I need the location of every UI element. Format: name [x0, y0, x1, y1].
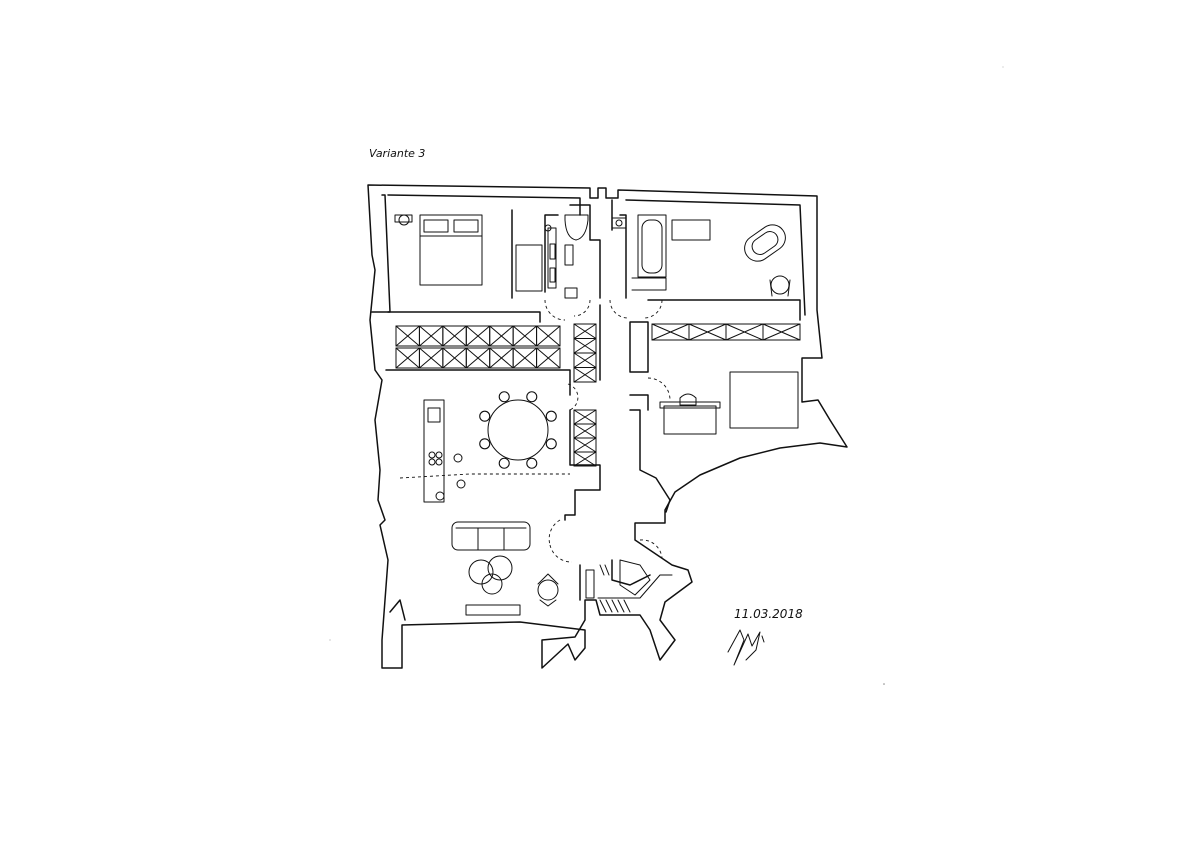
- wardrobe-cross: [573, 338, 597, 354]
- bedroom-1: [394, 214, 543, 292]
- dining-chair: [526, 457, 538, 469]
- double-bed: [419, 214, 483, 286]
- wardrobe-cross: [573, 437, 597, 453]
- drawing-date: 11.03.2018: [734, 607, 803, 621]
- dining-chair: [479, 438, 491, 450]
- dining-chair: [545, 438, 557, 450]
- fireplace: [465, 604, 521, 616]
- wardrobe-cross: [465, 325, 491, 347]
- wardrobe-cross: [536, 347, 561, 369]
- desk: [515, 244, 543, 292]
- drawing-title: Variante 3: [369, 147, 425, 160]
- wardrobe-cross: [762, 323, 801, 341]
- wc-room: [544, 214, 589, 299]
- wardrobe-cross: [573, 352, 597, 368]
- nightstand: [394, 214, 413, 223]
- wardrobe-cross: [536, 325, 561, 347]
- wardrobe-cross: [651, 323, 690, 341]
- wardrobe-box: [762, 323, 801, 341]
- wardrobe-box: [536, 347, 561, 369]
- door-swings: [399, 299, 671, 563]
- bedroom-2: [659, 371, 799, 435]
- wardrobe-cross: [573, 367, 597, 383]
- wardrobe-cross: [465, 347, 491, 369]
- outer-walls: [367, 184, 848, 669]
- dining-table: [487, 399, 549, 461]
- kitchen-island: [423, 399, 445, 503]
- wardrobe-cross: [418, 325, 444, 347]
- wardrobe-cross: [688, 323, 727, 341]
- dining-chair: [498, 391, 510, 403]
- wardrobe-box: [573, 367, 597, 383]
- wardrobe-cross: [573, 423, 597, 439]
- wardrobe-box: [536, 325, 561, 347]
- interior-walls: [385, 199, 801, 601]
- wardrobe-cross: [725, 323, 764, 341]
- bed-2: [729, 371, 799, 429]
- living-room: [451, 521, 559, 616]
- speck: [329, 639, 331, 641]
- speck: [1002, 66, 1004, 68]
- wardrobe-cross: [512, 347, 538, 369]
- desk-2: [663, 405, 717, 435]
- armchair: [770, 275, 790, 295]
- dining-chair: [526, 391, 538, 403]
- wardrobe-cross: [512, 325, 538, 347]
- bathtub: [637, 214, 667, 278]
- speck: [883, 683, 885, 685]
- wardrobe-cross: [573, 409, 597, 425]
- wardrobe-cross: [489, 325, 514, 347]
- wardrobe-cross: [418, 347, 444, 369]
- reading-chair: [537, 579, 559, 601]
- kitchen-dining: [423, 391, 557, 503]
- wardrobe-box: [573, 451, 597, 467]
- lounge-chair: [744, 224, 786, 262]
- wardrobe-units: [395, 323, 801, 467]
- bathroom: [611, 214, 711, 291]
- lounge: [744, 224, 791, 297]
- dining-chairs: [479, 391, 557, 469]
- wardrobe-cross: [442, 325, 467, 347]
- coffee-table: [468, 559, 494, 585]
- dining-chair: [498, 457, 510, 469]
- wardrobe-cross: [395, 325, 420, 347]
- wardrobe-cross: [395, 347, 420, 369]
- wardrobe-cross: [573, 323, 597, 339]
- dining-chair: [545, 410, 557, 422]
- toilet: [564, 214, 589, 241]
- dining-chair: [479, 410, 491, 422]
- wardrobe-cross: [573, 451, 597, 467]
- desk-chair: [679, 393, 697, 406]
- wardrobe-cross: [442, 347, 467, 369]
- signature: [727, 629, 765, 666]
- sofa: [451, 521, 531, 551]
- wardrobe-cross: [489, 347, 514, 369]
- entrance-stairs: [585, 559, 673, 613]
